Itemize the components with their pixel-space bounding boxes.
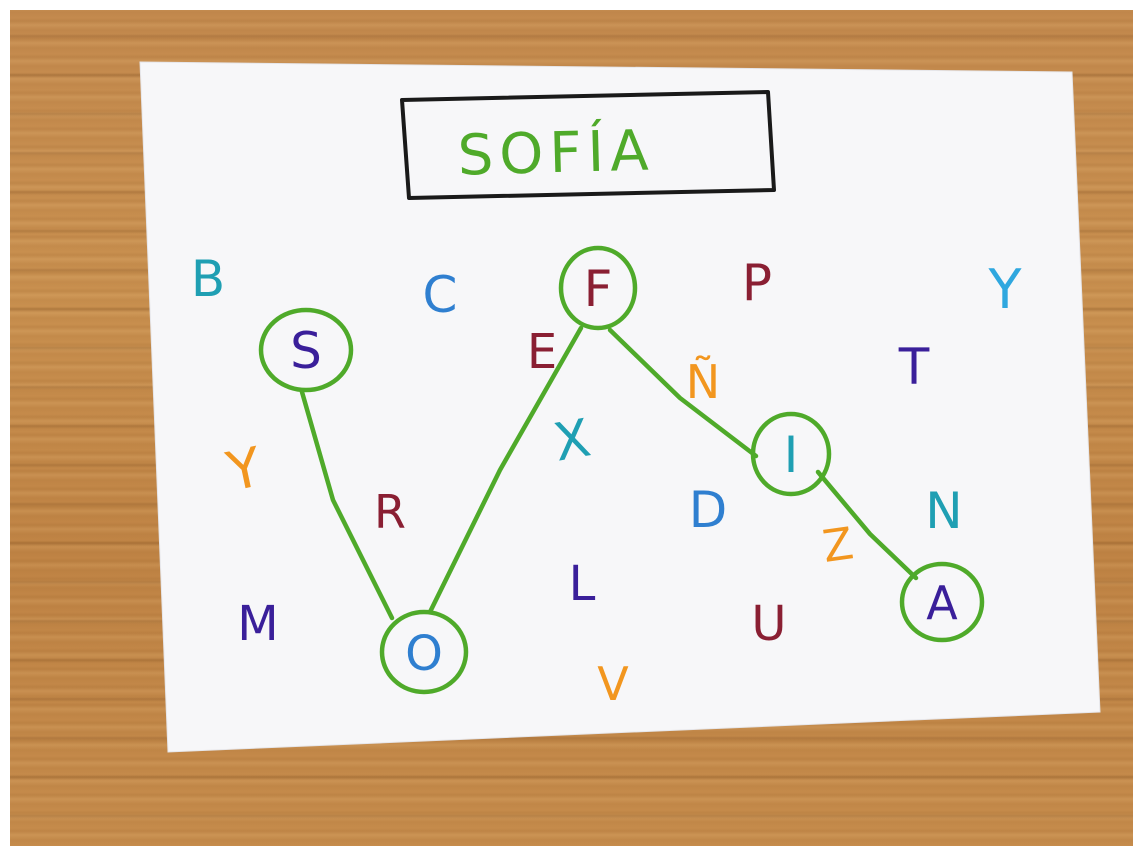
letter-e: E [527,324,557,380]
image-border-top [0,0,1133,10]
connecting-path [299,325,919,621]
letter-n: N [925,482,962,540]
title-box [400,90,776,200]
letter-b: B [191,250,225,308]
letter-r: R [374,485,406,539]
letter-v: V [597,657,629,711]
letter-t: T [898,338,930,396]
letter-c: C [423,266,458,324]
letter-m: M [237,596,278,652]
circled-letter-a: A [926,576,958,630]
circled-letter-o: O [405,626,443,682]
letter-p: P [742,254,772,312]
image-border-left [0,0,10,854]
letter-u: U [751,596,786,652]
image-border-bottom [0,846,1133,854]
circle-o [379,609,469,695]
paper-sheet [139,61,1101,753]
circled-letter-i: I [784,426,799,484]
letter-enye: Ñ [686,355,720,409]
letter-d: D [689,481,728,539]
circle-a [899,561,985,643]
circled-letter-f: F [584,260,613,318]
circle-f [558,245,638,331]
letter-y-top: Y [988,258,1023,321]
letter-l: L [569,556,596,612]
letter-z: Z [820,518,857,573]
circled-letter-s: S [290,322,322,380]
circle-s [258,307,354,393]
title-word: SOFÍA [457,117,655,188]
circle-i [750,411,832,497]
